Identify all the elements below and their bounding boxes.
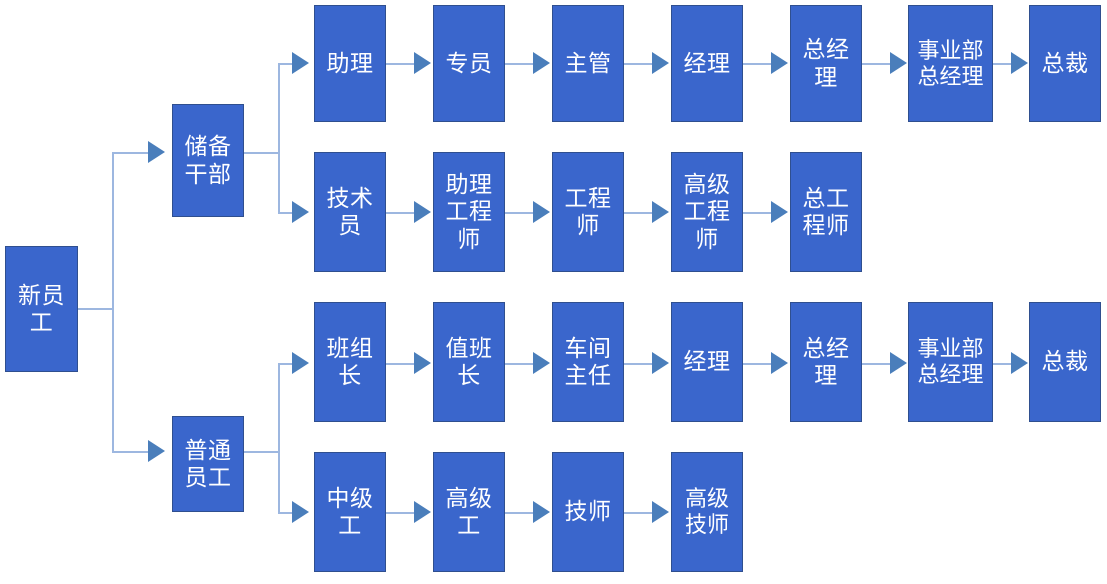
- arrow-row4-3: [652, 501, 669, 523]
- node-skill-step-4[interactable]: 高级技师: [671, 452, 743, 572]
- connector-branch2-split-lower: [278, 451, 280, 513]
- arrow-row1-6: [1011, 52, 1028, 74]
- arrow-row4-2: [533, 501, 550, 523]
- connector-root-out: [78, 308, 113, 310]
- connector-row3-2: [505, 363, 537, 365]
- node-production-step-2[interactable]: 值班长: [433, 302, 505, 422]
- arrow-row3-4: [771, 352, 788, 374]
- node-production-step-1[interactable]: 班组长: [314, 302, 386, 422]
- node-skill-step-2[interactable]: 高级工: [433, 452, 505, 572]
- node-production-step-5[interactable]: 总经理: [790, 302, 862, 422]
- connector-branch2-out: [244, 451, 280, 453]
- connector-row1-2: [505, 63, 537, 65]
- arrow-row4-1: [414, 501, 431, 523]
- connector-row4-2: [505, 512, 537, 514]
- node-technical-step-3[interactable]: 工程师: [552, 152, 624, 272]
- connector-to-branch-1: [112, 152, 148, 154]
- arrow-row2-2: [533, 201, 550, 223]
- arrow-row3-2: [533, 352, 550, 374]
- connector-branch2-split: [278, 363, 280, 452]
- connector-to-row2: [278, 212, 305, 214]
- arrow-to-row1: [292, 52, 309, 74]
- node-technical-step-2[interactable]: 助理工程师: [433, 152, 505, 272]
- connector-row3-1: [386, 363, 418, 365]
- arrow-row1-2: [533, 52, 550, 74]
- node-technical-step-5[interactable]: 总工程师: [790, 152, 862, 272]
- connector-row1-1: [386, 63, 418, 65]
- node-management-step-4[interactable]: 经理: [671, 5, 743, 122]
- connector-to-branch-2: [112, 451, 148, 453]
- connector-row1-5: [862, 63, 894, 65]
- node-management-step-2[interactable]: 专员: [433, 5, 505, 122]
- arrow-row2-3: [652, 201, 669, 223]
- connector-to-row1: [278, 63, 305, 65]
- connector-row2-4: [743, 212, 775, 214]
- arrow-row3-5: [890, 352, 907, 374]
- node-skill-step-3[interactable]: 技师: [552, 452, 624, 572]
- arrow-to-row4: [292, 501, 309, 523]
- arrow-to-branch-2: [148, 440, 165, 462]
- arrow-row2-4: [771, 201, 788, 223]
- node-management-step-1[interactable]: 助理: [314, 5, 386, 122]
- connector-row3-6: [993, 363, 1017, 365]
- arrow-row3-1: [414, 352, 431, 374]
- connector-row2-2: [505, 212, 537, 214]
- node-management-step-6[interactable]: 事业部总经理: [908, 5, 993, 122]
- arrow-row1-4: [771, 52, 788, 74]
- arrow-row2-1: [414, 201, 431, 223]
- arrow-to-branch-1: [148, 141, 165, 163]
- node-branch-reserve-cadre[interactable]: 储备干部: [172, 104, 244, 217]
- arrow-row1-3: [652, 52, 669, 74]
- arrow-to-row2: [292, 201, 309, 223]
- connector-row1-3: [624, 63, 656, 65]
- connector-root-trunk-lower: [112, 308, 114, 452]
- connector-to-row4: [278, 512, 305, 514]
- node-management-step-3[interactable]: 主管: [552, 5, 624, 122]
- node-skill-step-1[interactable]: 中级工: [314, 452, 386, 572]
- connector-row2-3: [624, 212, 656, 214]
- arrow-to-row3: [292, 352, 309, 374]
- node-production-step-6[interactable]: 事业部总经理: [908, 302, 993, 422]
- arrow-row1-1: [414, 52, 431, 74]
- connector-row4-1: [386, 512, 418, 514]
- node-management-step-5[interactable]: 总经理: [790, 5, 862, 122]
- node-management-step-7[interactable]: 总裁: [1029, 5, 1101, 122]
- connector-row1-6: [993, 63, 1017, 65]
- connector-to-row3: [278, 363, 305, 365]
- connector-row3-5: [862, 363, 894, 365]
- node-production-step-7[interactable]: 总裁: [1029, 302, 1101, 422]
- node-production-step-4[interactable]: 经理: [671, 302, 743, 422]
- connector-branch1-split: [278, 63, 280, 153]
- node-root-new-employee[interactable]: 新员工: [5, 246, 78, 372]
- connector-row2-1: [386, 212, 418, 214]
- connector-root-trunk: [112, 152, 114, 309]
- arrow-row3-3: [652, 352, 669, 374]
- connector-row1-4: [743, 63, 775, 65]
- node-technical-step-1[interactable]: 技术员: [314, 152, 386, 272]
- connector-row3-4: [743, 363, 775, 365]
- connector-branch1-split-lower: [278, 152, 280, 213]
- node-production-step-3[interactable]: 车间主任: [552, 302, 624, 422]
- node-technical-step-4[interactable]: 高级工程师: [671, 152, 743, 272]
- connector-row3-3: [624, 363, 656, 365]
- arrow-row1-5: [890, 52, 907, 74]
- node-branch-ordinary-employee[interactable]: 普通员工: [172, 416, 244, 512]
- connector-branch1-out: [244, 152, 280, 154]
- connector-row4-3: [624, 512, 656, 514]
- arrow-row3-6: [1011, 352, 1028, 374]
